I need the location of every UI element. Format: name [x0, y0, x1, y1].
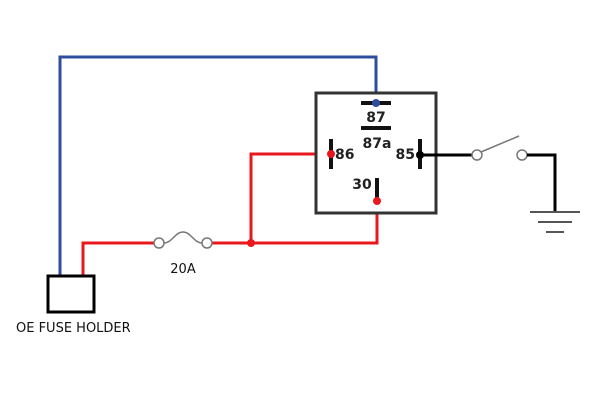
wire-to-pin-87: [58, 55, 378, 276]
pin-87-label: 87: [366, 110, 385, 126]
ground-icon: [530, 211, 580, 233]
pin-87a-terminal: [361, 126, 391, 130]
pin-30-terminal: [375, 178, 379, 204]
wire-junction-to-pin-86: [249, 152, 331, 243]
fuse-holder-label: OE FUSE HOLDER: [16, 321, 131, 336]
pin-86-connection-dot: [327, 150, 335, 158]
pin-30-label: 30: [352, 177, 372, 193]
wire-junction-dot: [247, 239, 255, 247]
wire-fuse-holder-to-fuse: [81, 241, 157, 276]
wire-fuse-to-pin-30: [209, 201, 379, 245]
switch-icon: [471, 135, 528, 161]
fuse-holder-box: [46, 274, 96, 314]
fuse-icon: [153, 231, 213, 249]
pin-85-label: 85: [396, 147, 415, 163]
pin-87a-label: 87a: [363, 136, 392, 152]
pin-86-label: 86: [335, 147, 354, 163]
pin-87-connection-dot: [372, 99, 380, 107]
fuse-rating-label: 20A: [170, 262, 196, 277]
pin-30-connection-dot: [373, 197, 381, 205]
wire-switch-to-ground: [527, 153, 557, 211]
